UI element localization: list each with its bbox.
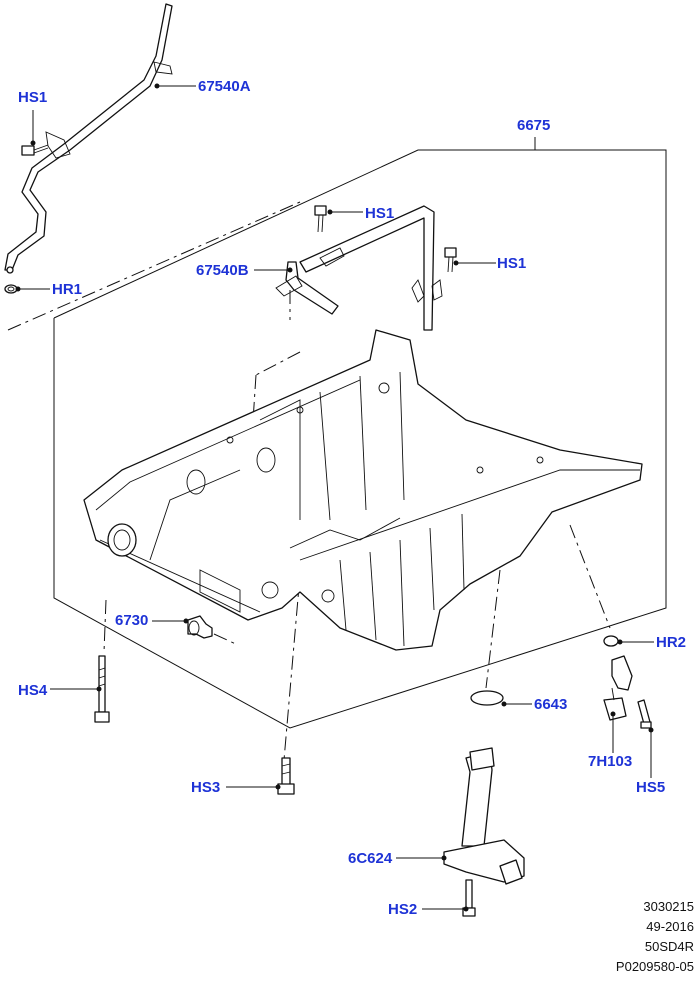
callout-6675[interactable]: 6675 (517, 117, 551, 134)
bolt-hs2[interactable] (462, 879, 476, 917)
callout-6c624[interactable]: 6C624 (348, 850, 393, 867)
callout-hr2[interactable]: HR2 (656, 634, 687, 651)
callout-7h103[interactable]: 7H103 (588, 753, 633, 770)
bolt-hs3[interactable] (277, 757, 295, 795)
bolt-hs1-top[interactable] (21, 144, 49, 156)
oil-level-sensor-6c624[interactable] (443, 747, 525, 885)
callout-hs3[interactable]: HS3 (191, 779, 221, 796)
assembly-outline (53, 149, 667, 729)
oil-pipe-67540b[interactable] (275, 205, 443, 331)
callout-hs5[interactable]: HS5 (636, 779, 666, 796)
callout-hs1-right[interactable]: HS1 (497, 255, 527, 272)
bolt-hs1-mid[interactable] (314, 205, 327, 233)
callout-hs1-mid[interactable]: HS1 (365, 205, 395, 222)
reference-line-1: 3030215 (643, 899, 694, 914)
callout-hs4[interactable]: HS4 (18, 682, 48, 699)
callout-hs2[interactable]: HS2 (388, 901, 418, 918)
o-ring-hr2[interactable] (603, 635, 619, 647)
reference-line-2: 49-2016 (646, 919, 694, 934)
leader-lines (15, 83, 654, 912)
bolt-hs4[interactable] (94, 655, 110, 723)
oil-pan-6675[interactable] (83, 329, 643, 651)
callout-6643[interactable]: 6643 (534, 696, 568, 713)
reference-line-3: 50SD4R (644, 939, 694, 954)
callout-6730[interactable]: 6730 (115, 612, 149, 629)
reference-line-4: P0209580-05 (615, 959, 694, 974)
o-ring-hr1[interactable] (4, 284, 18, 294)
reference-block: 3030215 49-2016 50SD4R P0209580-05 (616, 897, 694, 977)
o-ring-6643[interactable] (470, 690, 504, 706)
oil-pipe-67540a[interactable] (4, 3, 173, 274)
callout-hs1-top[interactable]: HS1 (18, 89, 48, 106)
bolt-hs1-right[interactable] (444, 247, 457, 273)
bolt-hs5[interactable] (637, 699, 652, 729)
drain-plug-6730[interactable] (187, 615, 213, 639)
callout-67540b[interactable]: 67540B (196, 262, 249, 279)
sensor-7h103[interactable] (603, 655, 633, 721)
callout-67540a[interactable]: 67540A (198, 78, 251, 95)
callout-hr1[interactable]: HR1 (52, 281, 83, 298)
